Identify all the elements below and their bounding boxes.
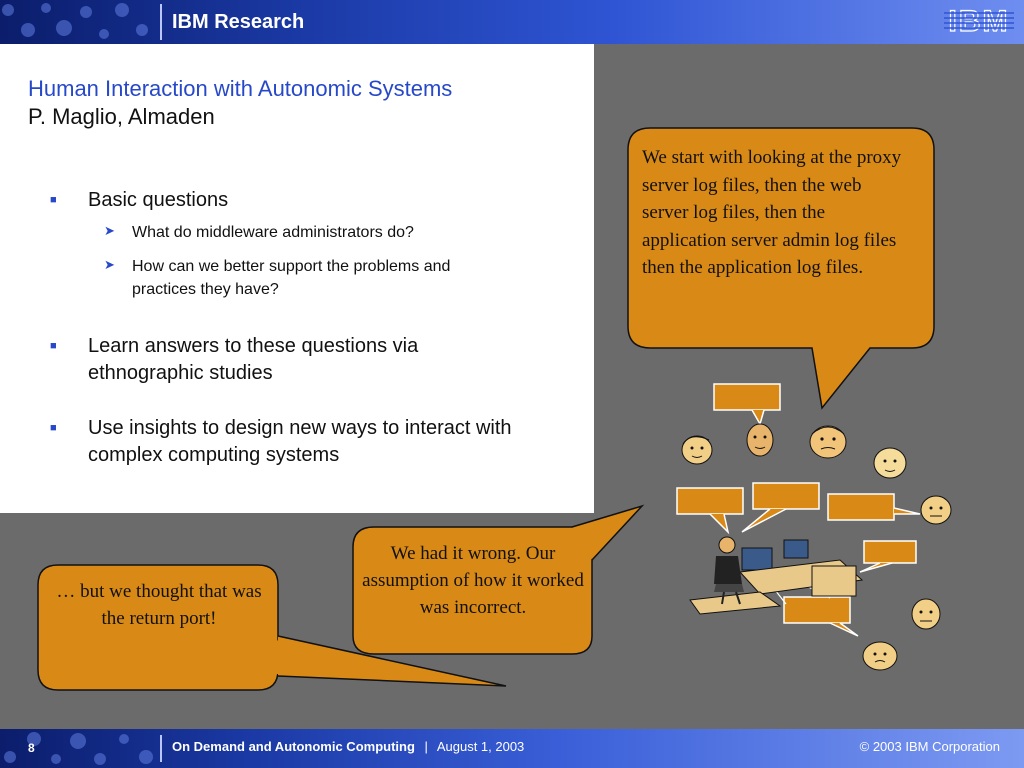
footer-bar: 8 On Demand and Autonomic Computing | Au… bbox=[0, 729, 1024, 768]
bullet-basic-questions: Basic questions bbox=[88, 189, 229, 211]
content-panel bbox=[0, 44, 594, 513]
svg-text:IBM: IBM bbox=[949, 5, 1010, 38]
face-icon bbox=[809, 425, 847, 459]
slide-title: Human Interaction with Autonomic Systems bbox=[28, 76, 453, 101]
arrow-bullet-icon: ➤ bbox=[104, 223, 115, 238]
face-icon bbox=[862, 641, 898, 671]
bubble-bottom-left-text: … but we thought that was the return por… bbox=[56, 581, 262, 629]
footer-separator bbox=[160, 735, 162, 762]
speech-bubble-top-right bbox=[627, 127, 935, 410]
bullet-square-icon: ■ bbox=[50, 340, 57, 352]
bullet-use-insights: Use insights to design new ways to inter… bbox=[88, 417, 512, 466]
small-speech-boxes bbox=[676, 383, 921, 637]
header-bar: IBM Research IBM bbox=[0, 0, 1024, 44]
face-icon bbox=[911, 598, 941, 630]
footer-dots-decoration bbox=[4, 732, 153, 765]
header-dots-decoration bbox=[2, 3, 148, 39]
face-icon bbox=[746, 423, 774, 457]
footer-info: On Demand and Autonomic Computing | Augu… bbox=[172, 739, 524, 754]
worker-at-desk-icon bbox=[689, 536, 864, 615]
face-icon bbox=[681, 435, 713, 465]
bubble-middle-text: We had it wrong. Our assumption of how i… bbox=[362, 543, 584, 618]
bullet-square-icon: ■ bbox=[50, 422, 57, 434]
face-icons bbox=[681, 423, 952, 671]
sub-bullet-support: How can we better support the problems a… bbox=[132, 258, 451, 298]
conference-name: On Demand and Autonomic Computing bbox=[172, 739, 415, 754]
copyright: © 2003 IBM Corporation bbox=[859, 739, 1000, 754]
sub-bullet-middleware: What do middleware administrators do? bbox=[132, 224, 414, 241]
speech-bubble-bottom-left bbox=[37, 564, 507, 691]
speech-bubble-middle bbox=[352, 504, 645, 655]
header-title: IBM Research bbox=[172, 11, 305, 33]
page-number: 8 bbox=[28, 741, 35, 755]
face-icon bbox=[873, 447, 907, 479]
bullet-learn-answers: Learn answers to these questions via eth… bbox=[88, 335, 419, 384]
bubble-top-right-text: We start with looking at the proxy serve… bbox=[642, 147, 902, 278]
header-separator bbox=[160, 4, 162, 40]
arrow-bullet-icon: ➤ bbox=[104, 257, 115, 272]
footer-pipe: | bbox=[424, 739, 428, 754]
footer-date: August 1, 2003 bbox=[436, 739, 525, 754]
bullet-square-icon: ■ bbox=[50, 194, 57, 206]
slide-subtitle: P. Maglio, Almaden bbox=[28, 104, 215, 129]
face-icon bbox=[920, 495, 952, 525]
ibm-logo: IBM bbox=[944, 4, 1014, 38]
